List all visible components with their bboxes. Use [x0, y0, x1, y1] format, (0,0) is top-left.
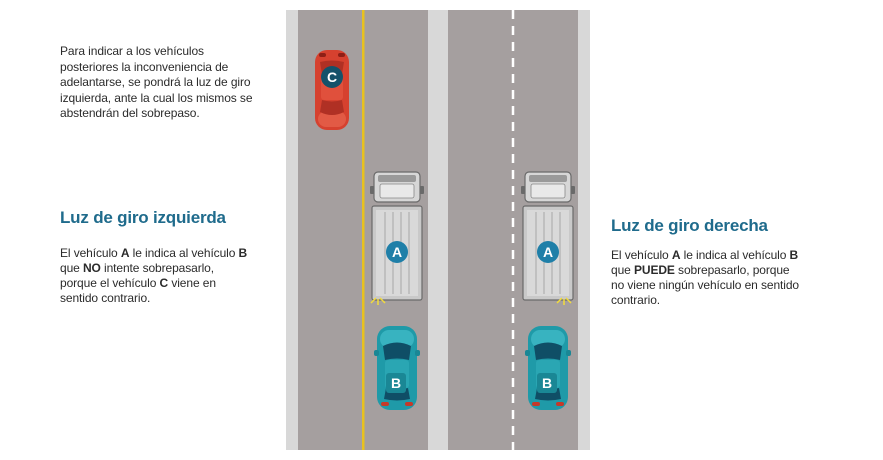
- right-vehicle-a-badge: [537, 241, 559, 263]
- left-panel-description: El vehículo A le indica al vehículo B qu…: [60, 246, 248, 305]
- left-vehicle-b-label: B: [391, 375, 401, 391]
- left-vehicle-a-badge: [386, 241, 408, 263]
- left-road: [286, 10, 448, 450]
- left-vehicle-b-car: [374, 326, 420, 410]
- left-turn-signal-icon: [370, 297, 386, 305]
- right-vehicle-b-label: B: [542, 375, 552, 391]
- right-turn-signal-icon: [556, 297, 572, 305]
- right-vehicle-a-truck: [520, 171, 576, 301]
- vehicle-c-badge: [321, 66, 343, 88]
- left-vehicle-a-truck: [369, 171, 425, 301]
- intro-line: posteriores la inconveniencia de: [60, 59, 229, 74]
- right-vehicle-b-car: [525, 326, 571, 410]
- right-vehicle-b-badge: [537, 373, 557, 393]
- left-panel-title: Luz de giro izquierda: [60, 208, 226, 227]
- intro-line: adelantarse, se pondrá la luz de giro: [60, 75, 251, 89]
- left-road-outer-shoulder: [286, 10, 298, 450]
- right-panel-title: Luz de giro derecha: [611, 216, 768, 235]
- vehicle-c-oncoming-car: [315, 50, 349, 130]
- intro-line: Para indicar a los vehículos: [60, 44, 204, 58]
- left-road-inner-shoulder: [428, 10, 448, 450]
- right-road-outer-shoulder: [578, 10, 590, 450]
- right-vehicle-a-label: A: [543, 244, 553, 260]
- right-panel-description: El vehículo A le indica al vehículo B qu…: [611, 248, 799, 307]
- intro-line: abstendrán del sobrepaso.: [60, 106, 200, 120]
- left-vehicle-a-label: A: [392, 244, 402, 260]
- intro-text: Para indicar a los vehículos posteriores…: [60, 44, 285, 122]
- left-vehicle-b-badge: [386, 373, 406, 393]
- intro-line: izquierda, ante la cual los mismos se: [60, 90, 253, 105]
- left-road-center-line: [362, 10, 365, 450]
- vehicle-c-label: C: [327, 69, 337, 85]
